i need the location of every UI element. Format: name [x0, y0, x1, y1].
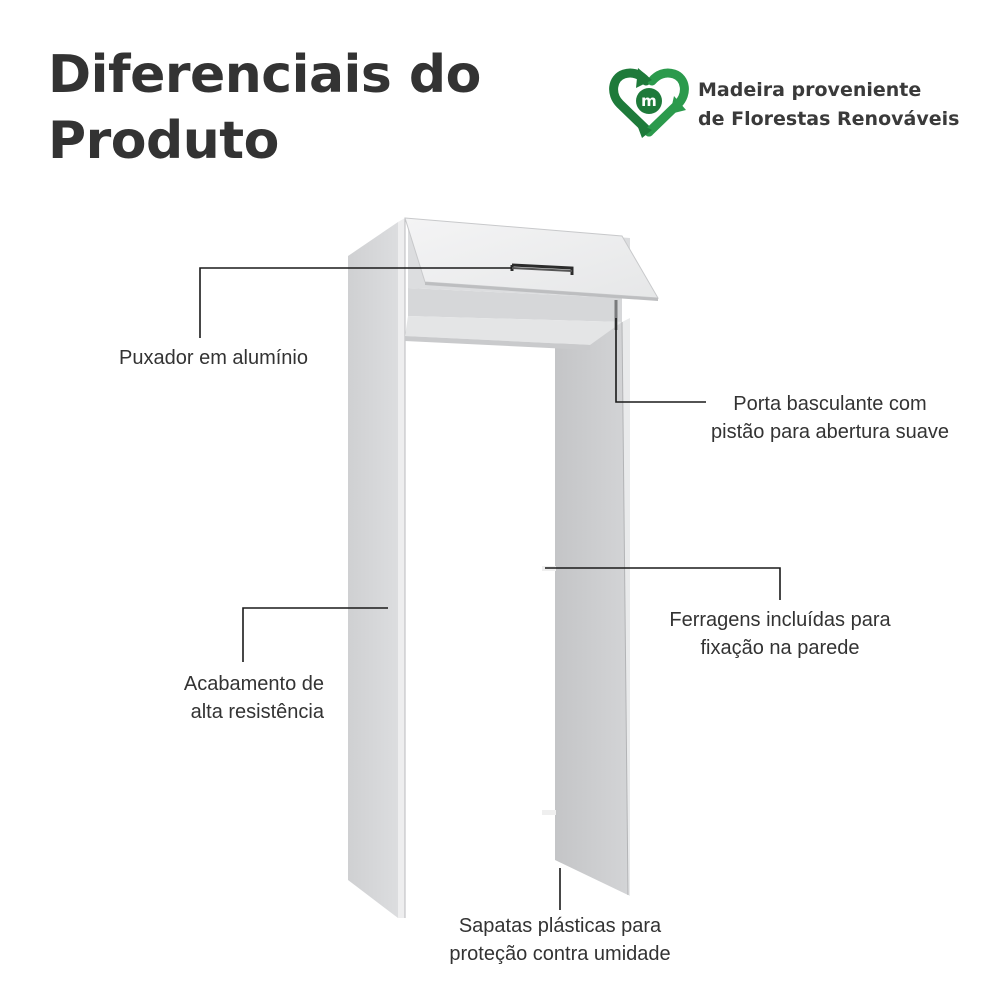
callout-handle-line1: Puxador em alumínio — [119, 347, 308, 369]
callout-door-line1: Porta basculante com — [733, 393, 927, 415]
callout-feet-line1: Sapatas plásticas para — [458, 915, 662, 937]
page-title-line1: Diferenciais do — [48, 45, 481, 105]
callout-door-line2: pistão para abertura suave — [711, 421, 949, 443]
renewable-forest-badge: m Madeira proveniente de Florestas Renov… — [608, 66, 988, 138]
callout-handle: Puxador em alumínio — [60, 344, 308, 372]
wall-bracket-lower — [542, 810, 556, 815]
callout-hardware-line2: fixação na parede — [700, 637, 860, 659]
svg-text:m: m — [641, 92, 657, 110]
callout-finish-line2: alta resistência — [190, 701, 324, 723]
badge-line1: Madeira proveniente — [698, 79, 922, 101]
badge-text: Madeira proveniente de Florestas Renováv… — [698, 76, 959, 134]
callout-finish: Acabamento de alta resistência — [120, 670, 324, 726]
callout-leader-lines — [199, 267, 781, 910]
callout-hardware-line1: Ferragens incluídas para — [669, 609, 891, 631]
recycle-heart-m-icon: m — [609, 68, 689, 138]
left-side-panel — [348, 218, 406, 918]
right-side-panel — [555, 318, 630, 896]
callout-door: Porta basculante com pistão para abertur… — [680, 390, 980, 446]
callout-feet: Sapatas plásticas para proteção contra u… — [410, 912, 710, 968]
callout-finish-line1: Acabamento de — [183, 673, 324, 695]
badge-line2: de Florestas Renováveis — [698, 108, 960, 130]
callout-feet-line2: proteção contra umidade — [449, 943, 671, 965]
page-title-line2: Produto — [48, 111, 279, 171]
flap-door — [404, 217, 659, 301]
callout-hardware: Ferragens incluídas para fixação na pare… — [640, 606, 920, 662]
page-title: Diferenciais do Produto — [48, 42, 481, 174]
